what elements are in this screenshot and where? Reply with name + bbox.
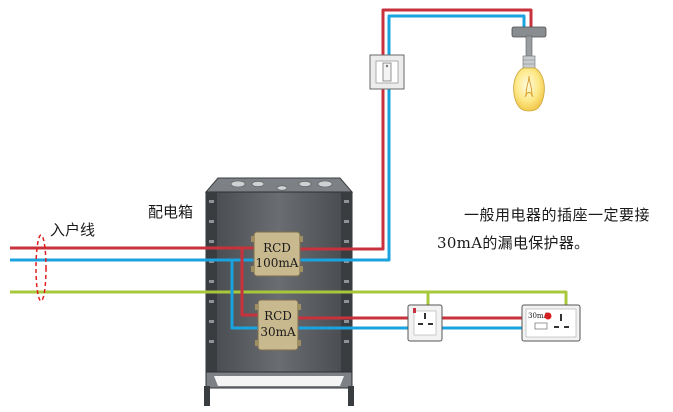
light-bulb-icon [511, 26, 547, 112]
socket-icon[interactable] [407, 304, 443, 342]
lamp-live-wire [298, 8, 533, 251]
rcd-socket-icon[interactable]: 30mA [521, 304, 581, 342]
rcd-branch-title: RCD [264, 309, 292, 323]
socket-rcd-test-button[interactable] [544, 312, 552, 320]
rcd-branch: RCD 30mA [255, 299, 301, 351]
rcd-main-rating: 100mA [256, 256, 299, 270]
note-line-2: 30mA的漏电保护器。 [437, 234, 590, 252]
distribution-cabinet-icon [204, 177, 354, 406]
wires [10, 8, 568, 330]
light-switch-icon[interactable] [369, 54, 405, 90]
branch-neutral-wire [230, 260, 262, 330]
lamp-neutral-wire [298, 14, 526, 262]
earth-wire [10, 290, 568, 305]
rcd-branch-rating: 30mA [260, 325, 296, 339]
rcd-main: RCD 100mA [251, 231, 303, 277]
distribution-box-label: 配电箱 [148, 203, 194, 221]
incoming-line-label: 入户线 [50, 221, 96, 239]
note-line-1: 一般用电器的插座一定要接 [464, 206, 651, 224]
incoming-line-marker [35, 234, 47, 302]
socket-rcd-rating: 30mA [528, 312, 550, 320]
rcd-main-title: RCD [263, 241, 291, 255]
branch-live-wire [240, 248, 262, 317]
